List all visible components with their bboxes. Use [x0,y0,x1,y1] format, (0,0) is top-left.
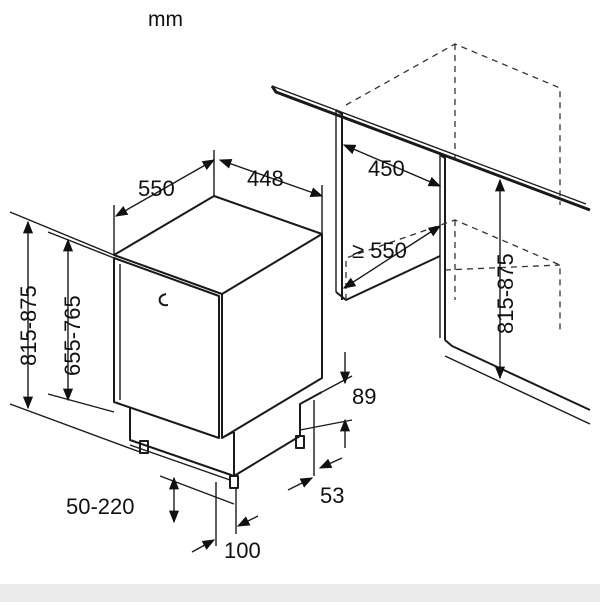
ext-line [47,231,115,259]
label-appliance-depth: 550 [138,176,175,201]
label-plinth-height: 89 [352,384,376,409]
dim-arrow-depth [114,159,216,217]
bottom-strip [0,584,600,602]
niche-right-panel [439,154,446,340]
ext-line [299,419,353,431]
ext-line [321,375,353,393]
ext-line [9,211,115,256]
dim-arrow-niche-width [342,144,442,187]
label-foot-offset: 100 [224,538,261,563]
label-plinth-depth: 53 [320,483,344,508]
ext-line [159,475,235,505]
foot-front-right [229,475,239,489]
upper-cabinet-outline [345,43,561,205]
countertop-top-edge [271,85,587,205]
dishwasher-body [113,195,323,489]
niche-floor-right [444,339,591,411]
foot-rear [295,435,305,449]
dim-arrow-plinth-depth-left [287,477,314,491]
ext-line [129,444,231,481]
dim-arrow-niche-depth [342,225,442,289]
plinth-joint [221,431,235,439]
dimension-lines [9,144,506,553]
niche-left-panel [335,109,343,300]
dim-arrow-plinth-depth-right [318,457,343,469]
label-niche-depth: ≥ 550 [352,238,407,263]
foot-front-left [139,440,149,454]
label-door-height: 655-765 [60,295,85,376]
label-appliance-width: 448 [247,166,284,191]
dim-arrow-width [218,159,324,197]
lower-cabinet-outline [345,219,561,330]
appliance-top [113,195,323,295]
door-handle [158,293,169,307]
label-overall-height: 815-875 [16,285,41,366]
appliance-door [113,257,220,439]
appliance-plinth [129,408,235,477]
ext-line [47,393,115,413]
unit-label: mm [148,8,183,31]
dimension-labels: 550 448 450 ≥ 550 815-875 815-875 655-76… [16,156,518,563]
label-niche-height: 815-875 [493,253,518,334]
dim-arrow-foot-offset-right [236,515,259,527]
ext-line [9,403,141,453]
countertop [270,85,591,212]
appliance-base-side [233,391,323,477]
appliance-side [221,234,323,439]
niche-plinth-line [444,355,591,425]
dim-arrow-foot-offset-left [191,539,216,553]
label-foot-height: 50-220 [66,494,135,519]
label-niche-width: 450 [368,156,405,181]
